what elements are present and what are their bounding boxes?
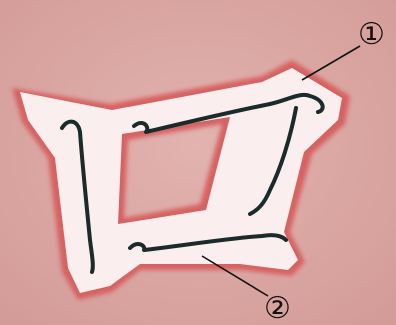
label-one: ① bbox=[358, 17, 385, 52]
label-two: ② bbox=[264, 291, 291, 325]
